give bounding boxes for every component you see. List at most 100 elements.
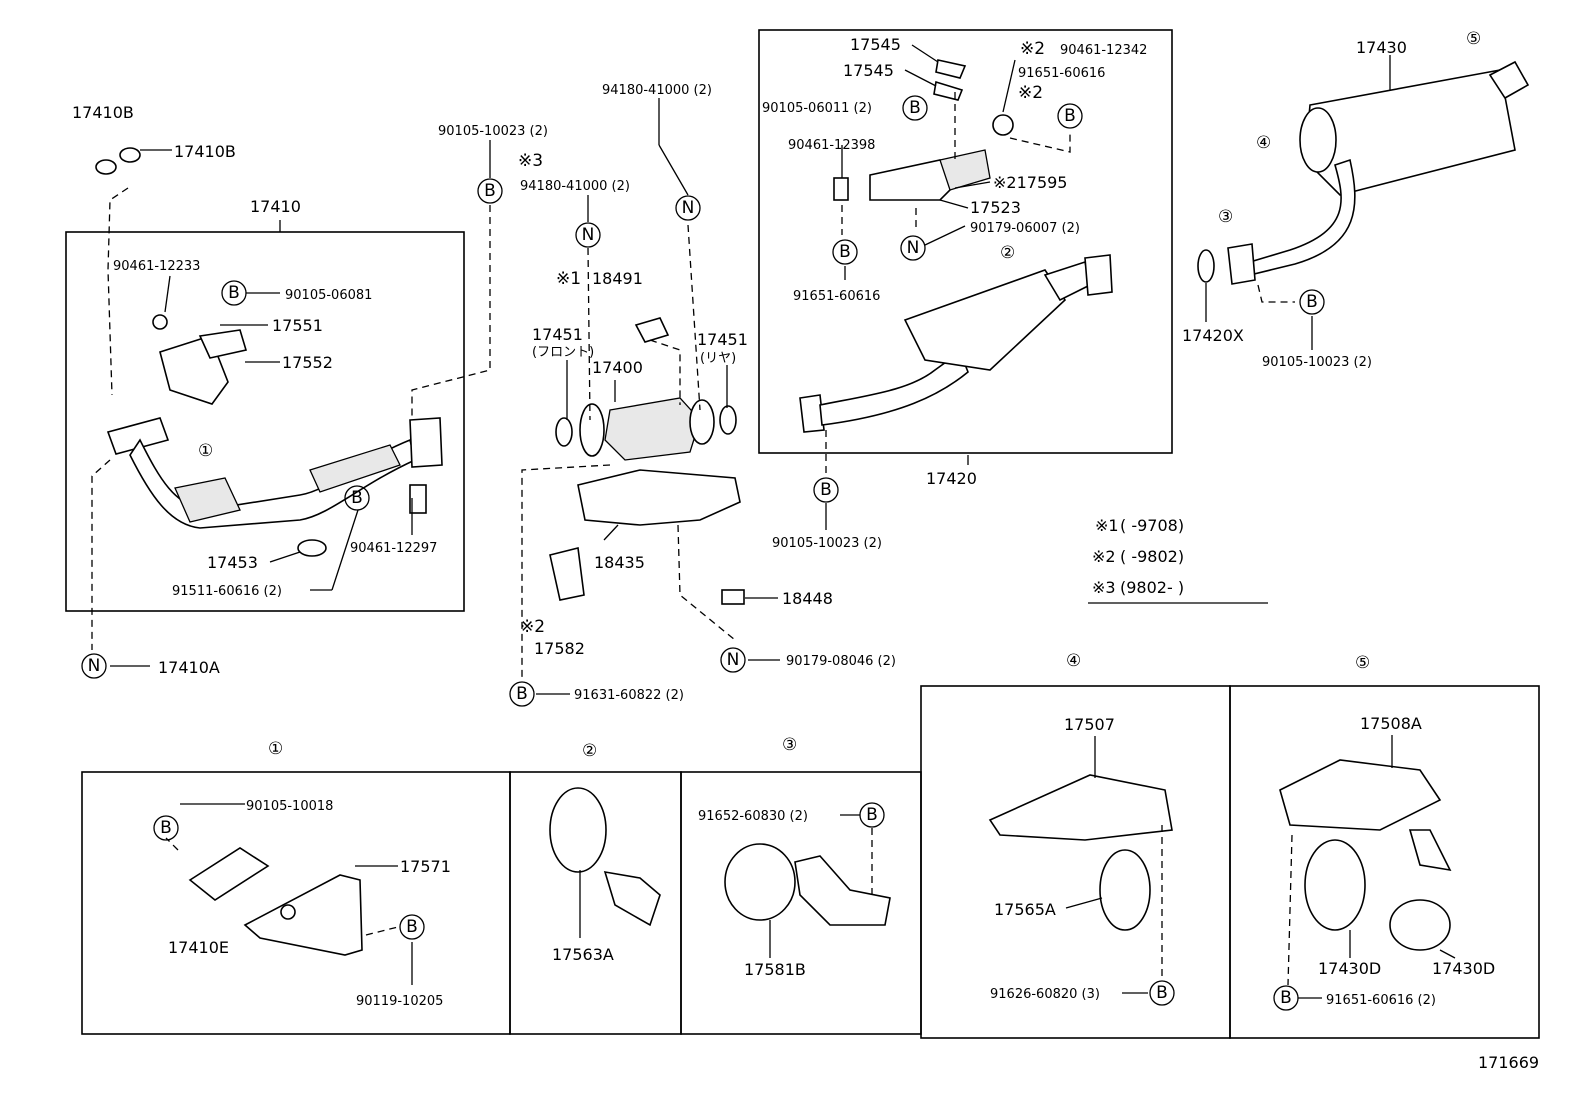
label-90461-12233: 90461-12233 — [113, 259, 200, 274]
label-91631-60822: 91631-60822 (2) — [574, 688, 684, 703]
callout-5-detail: ⑤ — [1355, 653, 1370, 673]
label-17430d-b: 17430D — [1432, 959, 1495, 978]
nut-marker: N — [682, 198, 695, 218]
label-note1-text: ( -9708) — [1120, 516, 1184, 535]
label-17410: 17410 — [250, 197, 301, 216]
hanger-17563a — [549, 787, 607, 873]
bolt-marker: B — [1306, 292, 1318, 312]
bolt-marker: B — [406, 917, 418, 937]
label-91626-60820: 91626-60820 (3) — [990, 987, 1100, 1002]
bolt-marker: B — [228, 283, 240, 303]
hanger-17565a — [1099, 849, 1151, 931]
label-17400: 17400 — [592, 358, 643, 377]
bolt-marker: B — [351, 488, 363, 508]
frame-front-pipe — [65, 231, 465, 612]
label-90179-06007: 90179-06007 (2) — [970, 221, 1080, 236]
bolt-marker: B — [1280, 988, 1292, 1008]
label-17430: 17430 — [1356, 38, 1407, 57]
label-90105-10023-mid: 90105-10023 (2) — [772, 536, 882, 551]
bolt-marker: B — [909, 98, 921, 118]
hanger-17545-b — [933, 80, 964, 101]
heat-insulator-18435 — [577, 469, 741, 526]
bolt-marker: B — [516, 684, 528, 704]
hanger-17581b — [724, 843, 796, 921]
label-note2-mark-a: ※2 — [520, 617, 545, 637]
callout-4-detail: ④ — [1066, 651, 1081, 671]
dashed-connections — [91, 92, 1295, 986]
label-17552: 17552 — [282, 353, 333, 372]
label-17430d-a: 17430D — [1318, 959, 1381, 978]
gasket-17430d-left — [1304, 839, 1366, 931]
gasket-17410b-right — [119, 147, 141, 163]
diagram-number: 171669 — [1478, 1053, 1539, 1072]
sensor-18448 — [721, 589, 745, 605]
bolt-marker: B — [866, 805, 878, 825]
label-17451-rear: 17451 — [697, 330, 748, 349]
label-17508a: 17508A — [1360, 714, 1422, 733]
label-17581b: 17581B — [744, 960, 806, 979]
hanger-bracket-17563a — [603, 870, 661, 927]
label-91651-60616-c: 91651-60616 (2) — [1326, 993, 1436, 1008]
label-94180-41000-a: 94180-41000 (2) — [602, 83, 712, 98]
bolt-marker: B — [484, 181, 496, 201]
label-90105-10023-top: 90105-10023 (2) — [438, 124, 548, 139]
frame-detail-4 — [920, 685, 1231, 1039]
label-90461-12297: 90461-12297 — [350, 541, 437, 556]
bracket-17507 — [988, 774, 1173, 841]
label-91651-60616-b: 91651-60616 — [793, 289, 880, 304]
label-note2-mark-c: ※2 — [1018, 83, 1043, 103]
label-note1-mark: ※1 — [556, 269, 581, 289]
gasket-17430d-right — [1389, 899, 1451, 951]
nut-marker: N — [582, 225, 595, 245]
label-18448: 18448 — [782, 589, 833, 608]
callout-2-detail: ② — [582, 741, 597, 761]
bracket-17582 — [549, 547, 585, 601]
clamp-90461-12342 — [992, 114, 1014, 136]
clamp-90461-12297 — [409, 484, 427, 514]
frame-detail-5 — [1229, 685, 1540, 1039]
center-muffler — [799, 254, 1113, 433]
callout-3-detail: ③ — [782, 735, 797, 755]
clamp-17453 — [297, 539, 327, 557]
nut-marker: N — [88, 656, 101, 676]
label-17545-b: 17545 — [843, 61, 894, 80]
heat-insulator-17595 — [939, 149, 991, 191]
gasket-17410b-left — [95, 159, 117, 175]
nut-marker: N — [727, 650, 740, 670]
label-17523: 17523 — [970, 198, 1021, 217]
label-90105-06081: 90105-06081 — [285, 288, 372, 303]
callout-numbers: ① ② ③ ④ ⑤ ① ② ③ ④ ⑤ — [198, 29, 1481, 761]
frame-center-muffler — [758, 29, 1173, 454]
leader-lines — [110, 44, 1456, 999]
label-note2-mark-b: ※2 — [1020, 39, 1045, 59]
clamp-18491 — [634, 317, 670, 343]
label-17420: 17420 — [926, 469, 977, 488]
label-17451-front-sub: (フロント) — [532, 345, 594, 360]
label-18435: 18435 — [594, 553, 645, 572]
label-90179-08046: 90179-08046 (2) — [786, 654, 896, 669]
label-90461-12342: 90461-12342 — [1060, 43, 1147, 58]
callout-3-main: ③ — [1218, 207, 1233, 227]
bolt-hole-17571 — [280, 904, 296, 920]
label-17571: 17571 — [400, 857, 451, 876]
catalytic-converter — [555, 397, 737, 461]
callout-1-main: ① — [198, 441, 213, 461]
hanger-bracket-17581b — [794, 855, 891, 926]
bracket-17508a — [1279, 759, 1442, 831]
bracket-17551-17552 — [152, 314, 248, 405]
label-note3-text: (9802- ) — [1120, 578, 1184, 597]
label-90105-10023-right: 90105-10023 (2) — [1262, 355, 1372, 370]
callout-4-main: ④ — [1256, 133, 1271, 153]
label-17551: 17551 — [272, 316, 323, 335]
insulator-17410e — [188, 847, 270, 901]
hanger-17545-a — [935, 59, 967, 79]
label-91651-60616-a: 91651-60616 — [1018, 66, 1105, 81]
label-17595: ※217595 — [993, 173, 1067, 192]
label-91511-60616: 91511-60616 (2) — [172, 584, 282, 599]
label-note3-mark: ※3 — [518, 151, 543, 171]
label-18491: 18491 — [592, 269, 643, 288]
bolt-marker: B — [160, 818, 172, 838]
label-17451-rear-sub: (リヤ) — [700, 351, 736, 366]
label-17410b-a: 17410B — [72, 103, 134, 122]
label-94180-41000-b: 94180-41000 (2) — [520, 179, 630, 194]
